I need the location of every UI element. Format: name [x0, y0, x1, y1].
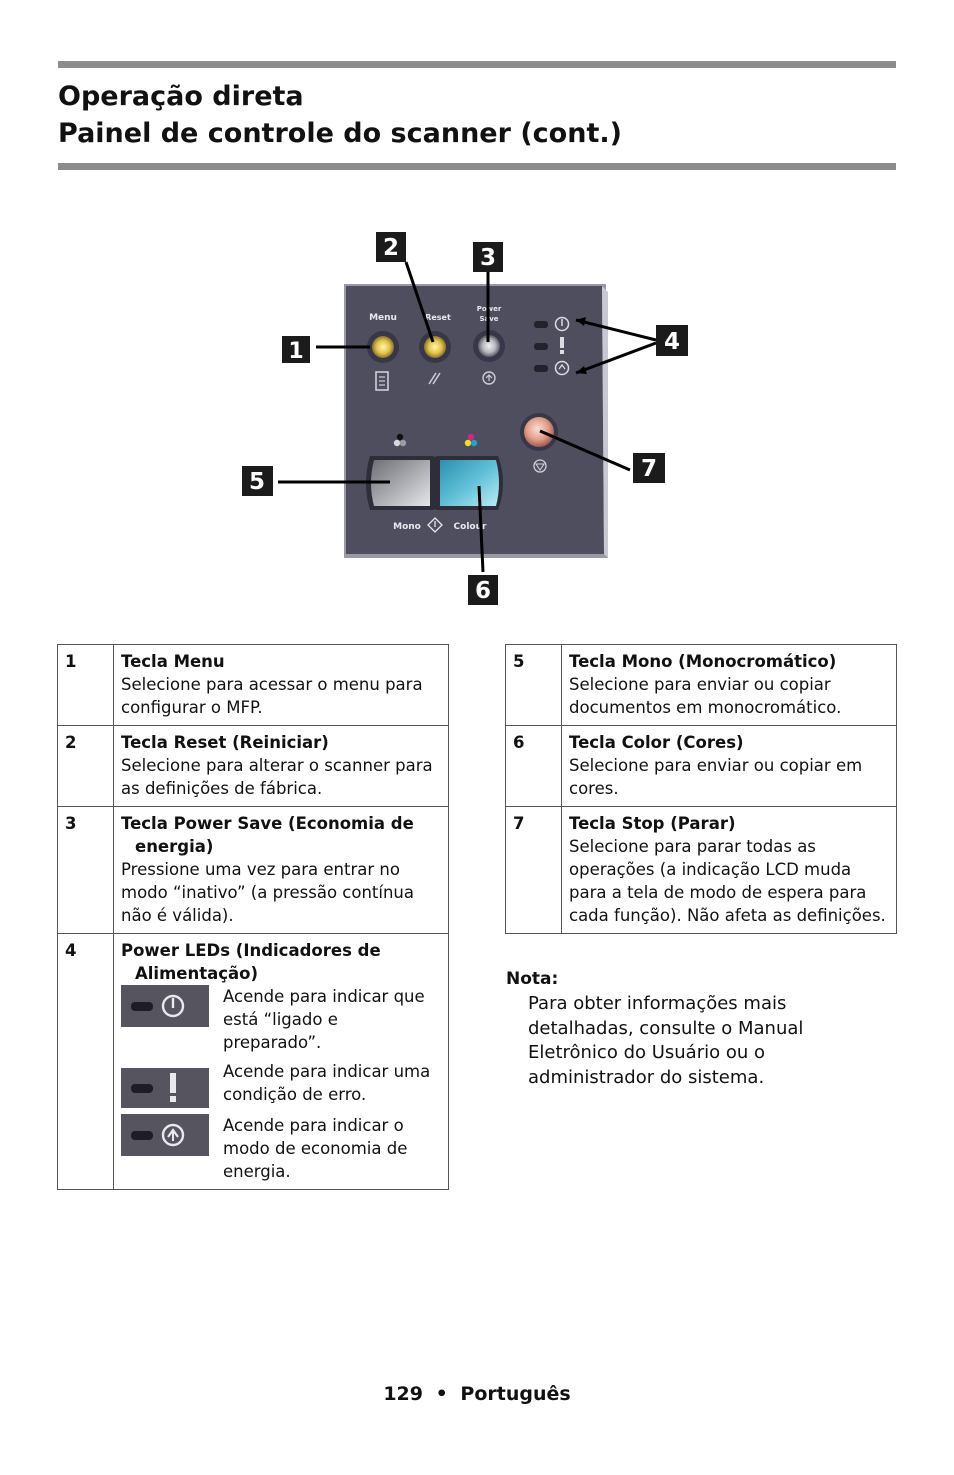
note-text: Para obter informações mais detalhadas, …	[528, 993, 804, 1088]
callout-5: 5	[242, 466, 273, 496]
menu-key[interactable]	[367, 331, 399, 363]
power-save-led-icon	[121, 1114, 209, 1156]
item-cell: Tecla Reset (Reiniciar) Selecione para a…	[113, 725, 449, 807]
item-title: Tecla Color (Cores)	[569, 733, 744, 752]
table-row: 4 Power LEDs (Indicadores de Alimentação…	[57, 933, 449, 1190]
item-number: 4	[57, 933, 114, 1190]
power-save-key[interactable]	[473, 330, 505, 362]
item-title: Tecla Mono (Monocromático)	[569, 652, 837, 671]
note-label: Nota:	[506, 969, 559, 989]
item-number: 5	[505, 644, 562, 726]
menu-icon	[375, 371, 389, 391]
colour-key[interactable]	[434, 456, 503, 510]
table-row: 7 Tecla Stop (Parar) Selecione para para…	[505, 806, 897, 934]
item-title: Tecla Power Save (Economia de energia)	[121, 814, 414, 856]
led-row-power-save: Acende para indicar o modo de economia d…	[121, 1114, 441, 1183]
led-description: Acende para indicar uma condição de erro…	[223, 1062, 431, 1104]
item-description: Selecione para enviar ou copiar em cores…	[569, 756, 863, 798]
power-led-icon	[121, 985, 209, 1027]
item-title: Power LEDs (Indicadores de Alimentação)	[121, 941, 381, 983]
item-number: 3	[57, 806, 114, 934]
colour-key-label: Colour	[454, 522, 487, 532]
svg-text:5: 5	[249, 469, 265, 495]
svg-text:4: 4	[664, 329, 680, 355]
item-cell: Tecla Mono (Monocromático) Selecione par…	[561, 644, 897, 726]
callout-1: 1	[282, 336, 310, 364]
item-title: Tecla Menu	[121, 652, 225, 671]
page-title: Operação direta Painel de controle do sc…	[58, 78, 622, 152]
start-icon	[427, 517, 443, 533]
callout-4-arrowheads	[576, 317, 587, 374]
power-save-icon	[482, 371, 496, 385]
item-description: Selecione para alterar o scanner para as…	[121, 756, 433, 798]
item-cell: Tecla Color (Cores) Selecione para envia…	[561, 725, 897, 807]
reset-icon	[428, 372, 441, 385]
item-cell: Tecla Stop (Parar) Selecione para parar …	[561, 806, 897, 934]
items-table-right: 5 Tecla Mono (Monocromático) Selecione p…	[505, 644, 897, 934]
led-row-power: Acende para indicar que está “ligado e p…	[121, 985, 441, 1054]
item-number: 7	[505, 806, 562, 934]
footer-language: Português	[460, 1383, 571, 1405]
table-row: 2 Tecla Reset (Reiniciar) Selecione para…	[57, 725, 449, 807]
stop-key[interactable]	[520, 413, 558, 451]
svg-text:1: 1	[288, 339, 303, 364]
reset-key[interactable]	[419, 331, 451, 363]
table-row: 1 Tecla Menu Selecione para acessar o me…	[57, 644, 449, 726]
item-description: Pressione uma vez para entrar no modo “i…	[121, 860, 414, 925]
svg-text:3: 3	[480, 245, 496, 271]
colour-dots-icon	[464, 433, 478, 447]
footer-separator: •	[435, 1383, 448, 1405]
item-cell: Power LEDs (Indicadores de Alimentação) …	[113, 933, 449, 1190]
menu-key-label: Menu	[369, 313, 397, 323]
reset-key-label: Reset	[425, 313, 451, 322]
table-row: 5 Tecla Mono (Monocromático) Selecione p…	[505, 644, 897, 726]
title-line-2: Painel de controle do scanner (cont.)	[58, 118, 622, 149]
svg-text:6: 6	[475, 578, 491, 604]
note-block: Nota: Para obter informações mais detalh…	[506, 966, 896, 1090]
table-row: 6 Tecla Color (Cores) Selecione para env…	[505, 725, 897, 807]
title-bottom-rule	[58, 163, 896, 170]
mono-key-label: Mono	[393, 522, 421, 532]
callout-7: 7	[633, 453, 665, 483]
svg-text:2: 2	[383, 235, 399, 261]
page-number: 129	[383, 1383, 423, 1405]
led-row-error: Acende para indicar uma condição de erro…	[121, 1060, 441, 1108]
top-rule	[58, 61, 896, 68]
item-description: Selecione para acessar o menu para confi…	[121, 675, 423, 717]
item-cell: Tecla Power Save (Economia de energia) P…	[113, 806, 449, 934]
error-led-icon	[121, 1068, 209, 1108]
item-cell: Tecla Menu Selecione para acessar o menu…	[113, 644, 449, 726]
item-title: Tecla Stop (Parar)	[569, 814, 736, 833]
callout-4: 4	[656, 325, 688, 356]
item-title: Tecla Reset (Reiniciar)	[121, 733, 329, 752]
status-leds	[534, 316, 570, 376]
item-number: 2	[57, 725, 114, 807]
item-number: 1	[57, 644, 114, 726]
item-description: Selecione para parar todas as operações …	[569, 837, 886, 925]
page-footer: 129 • Português	[0, 1380, 954, 1408]
scanner-control-panel-figure: Menu Reset Power Save	[242, 232, 688, 605]
led-description: Acende para indicar o modo de economia d…	[223, 1116, 408, 1181]
title-line-1: Operação direta	[58, 81, 304, 112]
item-description: Selecione para enviar ou copiar document…	[569, 675, 842, 717]
callout-3: 3	[473, 242, 503, 272]
callout-2: 2	[376, 232, 406, 262]
items-table-left: 1 Tecla Menu Selecione para acessar o me…	[57, 644, 449, 1190]
mono-key[interactable]	[366, 456, 436, 510]
callout-leader-lines	[278, 261, 657, 573]
item-number: 6	[505, 725, 562, 807]
svg-text:7: 7	[641, 456, 657, 482]
table-row: 3 Tecla Power Save (Economia de energia)…	[57, 806, 449, 934]
led-description: Acende para indicar que está “ligado e p…	[223, 987, 425, 1052]
mono-dots-icon	[393, 433, 407, 447]
callout-6: 6	[468, 575, 498, 605]
stop-icon	[533, 459, 547, 473]
